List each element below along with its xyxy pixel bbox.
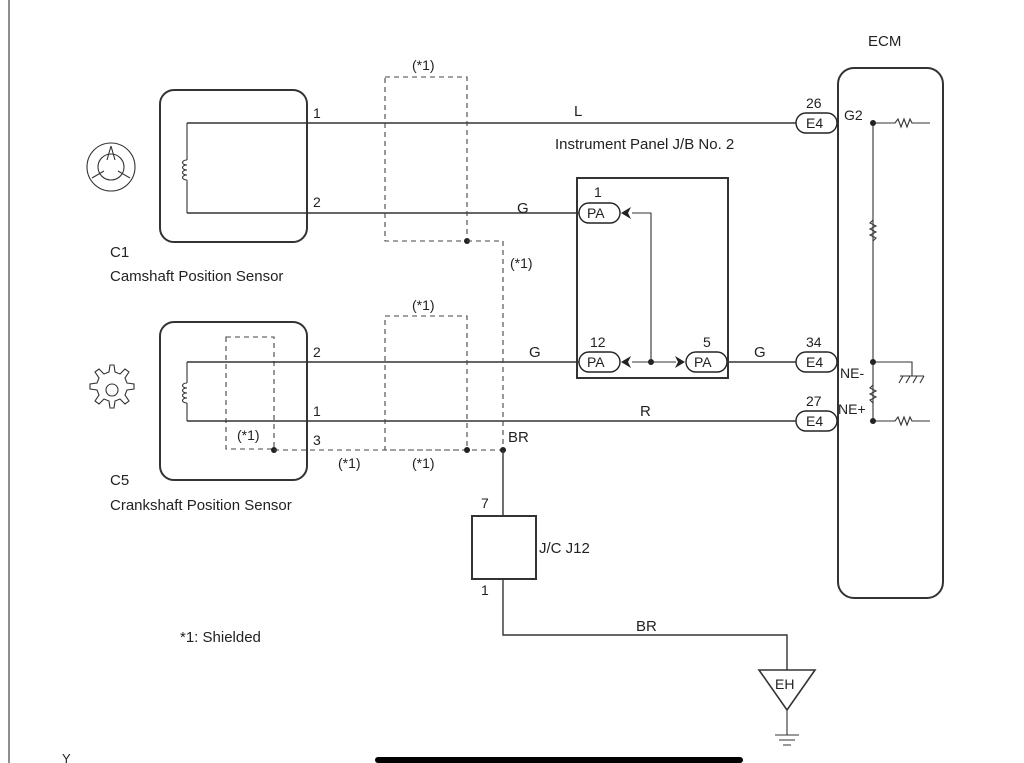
wire-color-l: L (574, 103, 582, 120)
shield-mark: (*1) (510, 255, 533, 271)
instrument-panel-jb-box (576, 177, 729, 379)
ecm-connector-27: E4 27 (795, 393, 838, 432)
camshaft-wire-shield (384, 76, 468, 242)
crankshaft-wire-shield (384, 315, 468, 451)
crankshaft-sensor-code: C5 (110, 472, 129, 489)
ecm-junction-dot (870, 418, 876, 424)
crankshaft-pin3-label: 3 (313, 432, 321, 448)
corner-mark: Y (62, 751, 71, 763)
ecm-connector-pin: 34 (806, 334, 822, 350)
ecm-chassis-ground-icon (898, 375, 925, 384)
terminal-chevron-icon (621, 207, 631, 219)
camshaft-rotor-icon (86, 142, 136, 192)
ground-eh-icon (757, 669, 817, 746)
shield-mark: (*1) (338, 455, 361, 471)
wire-color-r: R (640, 403, 651, 420)
ecm-connector-34: E4 34 (795, 334, 838, 373)
jb-pin12-label: 12 (590, 334, 606, 350)
ecm-ne-minus-line (873, 361, 913, 376)
ecm-connector-label: E4 (806, 413, 823, 429)
shield-mark: (*1) (412, 455, 435, 471)
wire-color-br: BR (508, 429, 529, 446)
ecm-pin-ne-plus-label: NE+ (838, 401, 866, 417)
instrument-panel-jb: Instrument Panel J/B No. 2 1 12 5 PA PA … (555, 136, 734, 379)
ecm-connector-pin: 27 (806, 393, 822, 409)
ecm-resistor-ne-plus (873, 415, 930, 427)
jb-junction-dot (648, 359, 654, 365)
wire-color-g: G (754, 344, 766, 361)
ecm-resistor-ne (868, 384, 878, 404)
footnote-shielded: *1: Shielded (180, 629, 261, 646)
ecm-box (837, 67, 944, 599)
jb-pin1-label: 1 (594, 184, 602, 200)
wire-color-br: BR (636, 618, 657, 635)
crankshaft-sensor-name: Crankshaft Position Sensor (110, 497, 292, 514)
jb-pin5-label: 5 (703, 334, 711, 350)
shield-mark: (*1) (237, 427, 260, 443)
ecm-title: ECM (868, 33, 901, 50)
crankshaft-pin2-label: 2 (313, 344, 321, 360)
camshaft-sensor-box (159, 89, 308, 243)
camshaft-sensor-code: C1 (110, 244, 129, 261)
ground-label: EH (775, 676, 794, 692)
crankshaft-sensor-block: (*1) 2 1 3 C5 Crankshaft Position Sensor (89, 321, 321, 514)
coil-icon (181, 159, 188, 181)
ecm-connector-label: E4 (806, 354, 823, 370)
wire-color-g: G (529, 344, 541, 361)
jc-j12-box (471, 515, 537, 580)
jc-pin-bottom-label: 1 (481, 582, 489, 598)
shield-drain-line (467, 240, 504, 450)
pa-connector-label: PA (694, 354, 712, 370)
camshaft-sensor-name: Camshaft Position Sensor (110, 268, 283, 285)
camshaft-sensor-block: 1 2 C1 Camshaft Position Sensor (86, 89, 321, 285)
bottom-bar (375, 757, 743, 763)
ecm-pin-ne-minus-label: NE- (840, 365, 864, 381)
ecm-connector-26: E4 26 (795, 95, 838, 134)
wire-color-g: G (517, 200, 529, 217)
wire-br-to-ground (502, 579, 788, 670)
pa-connector-label: PA (587, 205, 605, 221)
crankshaft-pin1-label: 1 (313, 403, 321, 419)
pa-connector-label: PA (587, 354, 605, 370)
ecm-block: ECM G2 NE- NE+ (837, 33, 944, 599)
ecm-connector-pin: 26 (806, 95, 822, 111)
terminal-chevron-icon (675, 356, 685, 368)
shield-mark: (*1) (412, 297, 435, 313)
crankshaft-sensor-box (159, 321, 308, 481)
camshaft-pin2-label: 2 (313, 194, 321, 210)
shield-junction-dot (464, 447, 470, 453)
instrument-panel-jb-name: Instrument Panel J/B No. 2 (555, 136, 734, 153)
ecm-resistor-g2 (873, 117, 930, 129)
jc-pin-top-label: 7 (481, 495, 489, 511)
ecm-junction-dot (870, 359, 876, 365)
ecm-pin-g2-label: G2 (844, 107, 863, 123)
ecm-junction-dot (870, 120, 876, 126)
shield-mark: (*1) (412, 57, 435, 73)
coil-icon (181, 382, 188, 404)
ecm-resistor-mid (868, 219, 878, 242)
terminal-chevron-icon (621, 356, 631, 368)
jc-j12-name: J/C J12 (539, 540, 590, 557)
camshaft-pin1-label: 1 (313, 105, 321, 121)
jb-internal-wire (632, 212, 676, 363)
crankshaft-internal-shield (225, 336, 275, 450)
ecm-connector-label: E4 (806, 115, 823, 131)
crankshaft-gear-icon (89, 364, 135, 409)
